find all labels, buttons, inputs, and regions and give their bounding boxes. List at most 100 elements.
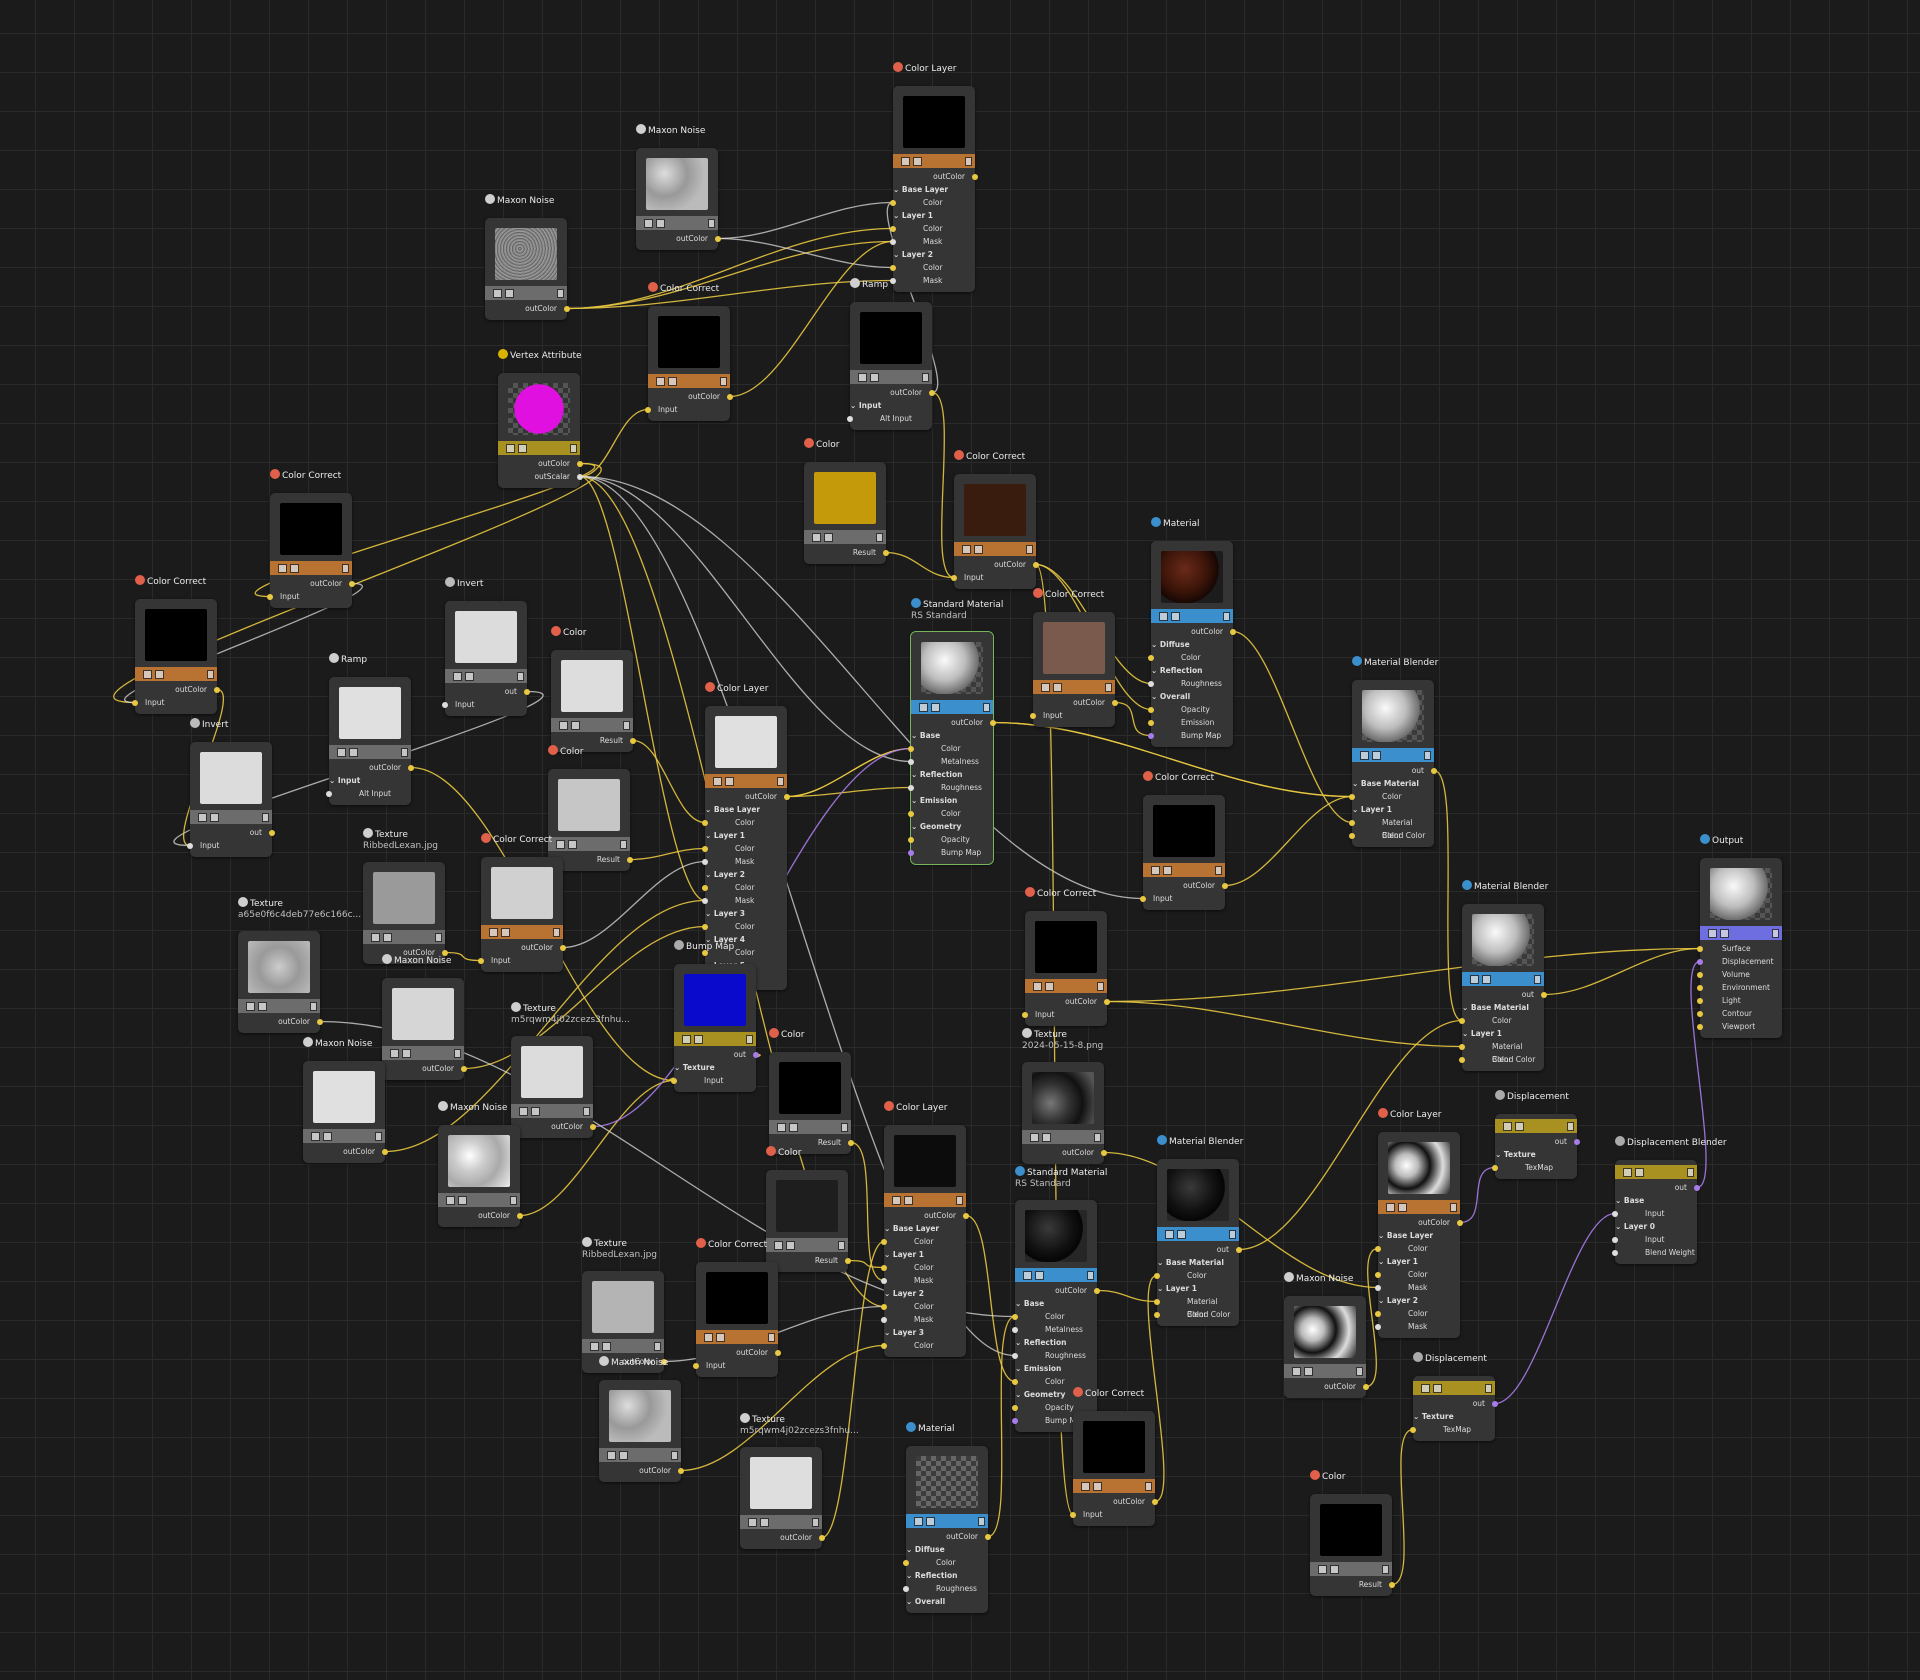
port-socket[interactable] <box>1389 1581 1395 1588</box>
node-control-bar[interactable] <box>1462 972 1544 986</box>
connection-wire[interactable] <box>847 1259 885 1269</box>
port-socket[interactable] <box>753 1051 759 1058</box>
port-socket[interactable] <box>727 393 733 400</box>
image-icon[interactable] <box>1398 1203 1407 1212</box>
menu-icon[interactable] <box>454 1049 461 1058</box>
image-icon[interactable] <box>1093 1482 1102 1491</box>
port-socket[interactable] <box>1148 719 1154 726</box>
port-socket[interactable] <box>1541 991 1547 998</box>
port-socket[interactable] <box>693 1362 699 1369</box>
port-socket[interactable] <box>881 1277 887 1284</box>
port-socket[interactable] <box>577 460 583 467</box>
port-socket[interactable] <box>1033 561 1039 568</box>
port-group-layer-2[interactable]: ⌄ Layer 2 <box>893 248 975 261</box>
preview-toggle-icon[interactable] <box>656 377 665 386</box>
preview-toggle-icon[interactable] <box>506 444 515 453</box>
port-socket[interactable] <box>881 1303 887 1310</box>
image-icon[interactable] <box>786 1241 795 1250</box>
port-group-layer-2[interactable]: ⌄ Layer 2 <box>705 868 787 881</box>
preview-toggle-icon[interactable] <box>519 1107 528 1116</box>
menu-icon[interactable] <box>510 1196 517 1205</box>
port-socket[interactable] <box>890 277 896 284</box>
port-socket[interactable] <box>1148 680 1154 687</box>
image-icon[interactable] <box>1720 929 1729 938</box>
port-group-layer-3[interactable]: ⌄ Layer 3 <box>884 1326 966 1339</box>
node-control-bar[interactable] <box>893 154 975 168</box>
port-group-emission[interactable]: ⌄ Emission <box>911 794 993 807</box>
node-control-bar[interactable] <box>238 999 320 1013</box>
port-group-geometry[interactable]: ⌄ Geometry <box>911 820 993 833</box>
image-icon[interactable] <box>1304 1367 1313 1376</box>
port-group-base[interactable]: ⌄ Base <box>911 729 993 742</box>
node-control-bar[interactable] <box>548 837 630 851</box>
port-socket[interactable] <box>442 701 448 708</box>
node-control-bar[interactable] <box>303 1129 385 1143</box>
preview-toggle-icon[interactable] <box>337 748 346 757</box>
connection-wire[interactable] <box>821 1240 885 1539</box>
node-control-bar[interactable] <box>1022 1130 1104 1144</box>
menu-icon[interactable] <box>570 444 577 453</box>
node-control-bar[interactable] <box>850 370 932 384</box>
port-group-layer-1[interactable]: ⌄ Layer 1 <box>1378 1255 1460 1268</box>
port-group-base-layer[interactable]: ⌄ Base Layer <box>893 183 975 196</box>
preview-toggle-icon[interactable] <box>919 703 928 712</box>
preview-toggle-icon[interactable] <box>748 1518 757 1527</box>
preview-toggle-icon[interactable] <box>1470 975 1479 984</box>
menu-icon[interactable] <box>1097 982 1104 991</box>
image-icon[interactable] <box>501 928 510 937</box>
node-control-bar[interactable] <box>382 1046 464 1060</box>
preview-toggle-icon[interactable] <box>704 1333 713 1342</box>
node-control-bar[interactable] <box>1025 979 1107 993</box>
port-socket[interactable] <box>442 949 448 956</box>
preview-toggle-icon[interactable] <box>371 933 380 942</box>
port-socket[interactable] <box>1012 1313 1018 1320</box>
node-control-bar[interactable] <box>270 561 352 575</box>
menu-icon[interactable] <box>1450 1203 1457 1212</box>
port-socket[interactable] <box>1104 998 1110 1005</box>
connection-wire[interactable] <box>1106 1000 1463 1048</box>
menu-icon[interactable] <box>768 1333 775 1342</box>
preview-toggle-icon[interactable] <box>1165 1230 1174 1239</box>
menu-icon[interactable] <box>1687 1168 1694 1177</box>
image-icon[interactable] <box>1035 1271 1044 1280</box>
port-group-base[interactable]: ⌄ Base <box>1615 1194 1697 1207</box>
menu-icon[interactable] <box>720 377 727 386</box>
port-group-layer-1[interactable]: ⌄ Layer 1 <box>893 209 975 222</box>
preview-toggle-icon[interactable] <box>493 289 502 298</box>
port-group-layer-2[interactable]: ⌄ Layer 2 <box>1378 1294 1460 1307</box>
connection-wire[interactable] <box>850 1141 885 1282</box>
port-socket[interactable] <box>702 949 708 956</box>
menu-icon[interactable] <box>1424 751 1431 760</box>
port-socket[interactable] <box>671 1077 677 1084</box>
image-icon[interactable] <box>531 1107 540 1116</box>
port-socket[interactable] <box>645 406 651 413</box>
port-group-layer-1[interactable]: ⌄ Layer 1 <box>705 829 787 842</box>
port-socket[interactable] <box>661 1358 667 1365</box>
node-control-bar[interactable] <box>804 530 886 544</box>
port-group-layer-3[interactable]: ⌄ Layer 3 <box>705 907 787 920</box>
port-socket[interactable] <box>517 1212 523 1219</box>
connection-wire[interactable] <box>1433 769 1463 1022</box>
node-control-bar[interactable] <box>648 374 730 388</box>
port-socket[interactable] <box>702 897 708 904</box>
menu-icon[interactable] <box>1087 1271 1094 1280</box>
port-group-base-material[interactable]: ⌄ Base Material <box>1157 1256 1239 1269</box>
preview-toggle-icon[interactable] <box>1081 1482 1090 1491</box>
port-socket[interactable] <box>1012 1352 1018 1359</box>
connection-wire[interactable] <box>629 847 706 861</box>
image-icon[interactable] <box>210 813 219 822</box>
menu-icon[interactable] <box>965 157 972 166</box>
port-group-input[interactable]: ⌄ Input <box>850 399 932 412</box>
port-group-reflection[interactable]: ⌄ Reflection <box>911 768 993 781</box>
port-socket[interactable] <box>1694 1184 1700 1191</box>
